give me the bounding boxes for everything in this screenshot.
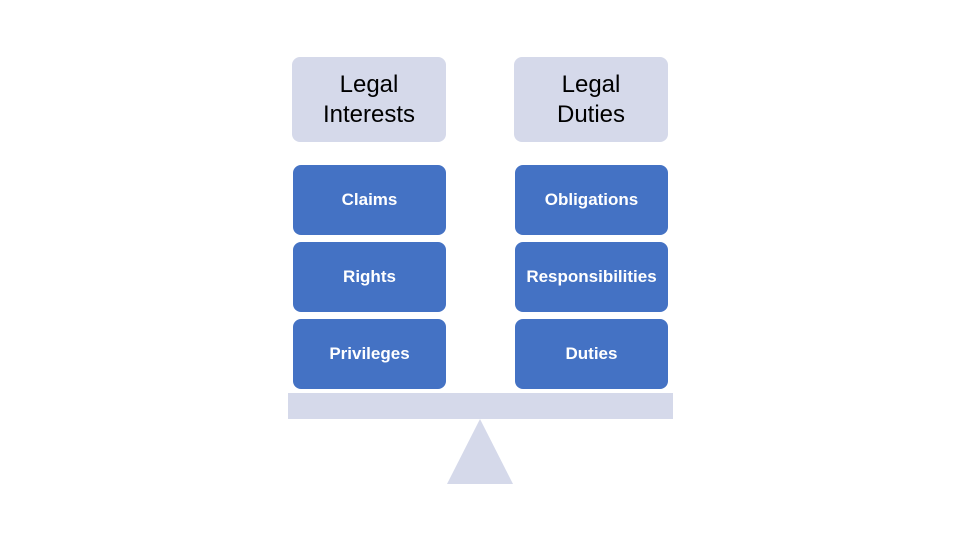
balance-beam	[288, 393, 673, 419]
legal-duties-heading: Legal Duties	[514, 57, 668, 142]
balance-fulcrum	[447, 419, 513, 484]
duties-box: Duties	[515, 319, 668, 389]
privileges-box: Privileges	[293, 319, 446, 389]
interests-column: Claims Rights Privileges	[293, 165, 446, 396]
legal-interests-heading-line1: Legal	[339, 70, 399, 98]
duties-column: Obligations Responsibilities Duties	[515, 165, 668, 396]
rights-box: Rights	[293, 242, 446, 312]
obligations-box: Obligations	[515, 165, 668, 235]
legal-duties-heading-line2: Duties	[556, 100, 626, 128]
responsibilities-box: Responsibilities	[515, 242, 668, 312]
legal-duties-heading-text: Legal Duties	[557, 70, 625, 130]
legal-duties-heading-line1: Legal	[561, 70, 621, 98]
claims-box: Claims	[293, 165, 446, 235]
legal-interests-heading-line2: Interests	[322, 100, 416, 128]
legal-interests-heading-text: Legal Interests	[323, 70, 415, 130]
legal-interests-heading: Legal Interests	[292, 57, 446, 142]
